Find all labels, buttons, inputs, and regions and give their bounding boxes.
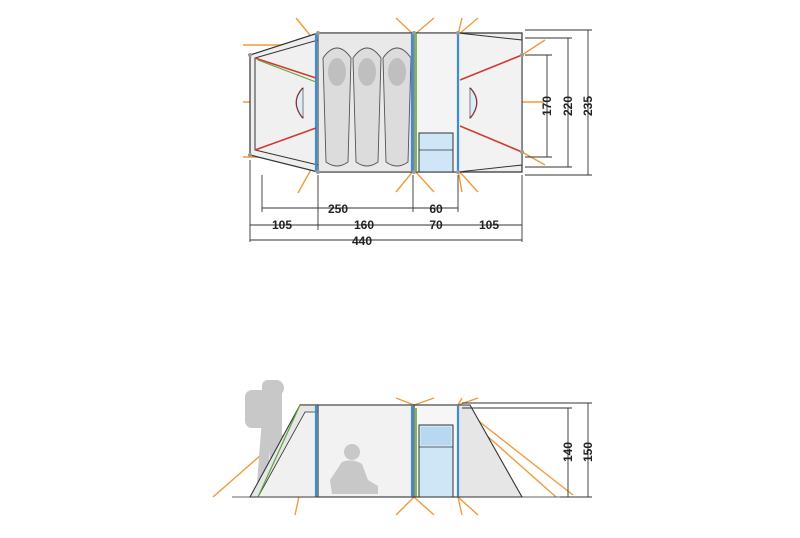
top-view-dimension-lines xyxy=(249,29,592,242)
side-view-dimension-lines xyxy=(462,402,592,498)
side-view: 140 150 xyxy=(212,380,595,516)
back-door-panel xyxy=(296,87,304,119)
pillows xyxy=(328,58,406,86)
dim-label: 170 xyxy=(540,96,554,116)
side-view-poles xyxy=(257,404,460,498)
dim-label: 440 xyxy=(352,234,372,248)
top-view: 250 60 105 160 70 105 440 170 220 235 xyxy=(243,17,595,248)
dim-label: 105 xyxy=(272,218,292,232)
top-view-poles xyxy=(254,33,523,172)
dim-label: 140 xyxy=(561,442,575,462)
dim-label: 250 xyxy=(328,202,348,216)
side-front-vestibule xyxy=(457,404,523,498)
dim-label: 70 xyxy=(429,218,443,232)
pegs xyxy=(248,31,524,174)
front-door-panel xyxy=(469,87,477,119)
dim-label: 235 xyxy=(581,96,595,116)
dim-label: 220 xyxy=(561,96,575,116)
dim-label: 150 xyxy=(581,442,595,462)
seated-person-silhouette xyxy=(330,444,378,494)
side-door-upper-panel xyxy=(421,427,451,445)
dim-label: 105 xyxy=(479,218,499,232)
dim-label: 160 xyxy=(354,218,374,232)
door-window xyxy=(418,132,454,173)
dim-label: 60 xyxy=(429,202,443,216)
front-vestibule xyxy=(457,32,523,173)
